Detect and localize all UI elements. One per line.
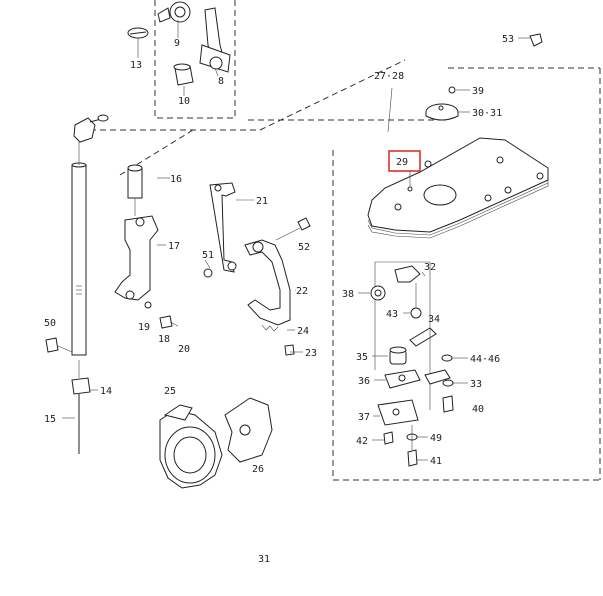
callout-29: 29 bbox=[396, 157, 408, 168]
hook-assembly bbox=[159, 397, 273, 489]
callout-14: 14 bbox=[100, 386, 112, 397]
callout-17: 17 bbox=[168, 241, 180, 252]
lifter-linkage bbox=[203, 182, 311, 356]
callout-44-46: 44·46 bbox=[470, 354, 500, 365]
callout-51: 51 bbox=[202, 250, 214, 261]
callout-21: 21 bbox=[256, 196, 268, 207]
callout-36: 36 bbox=[358, 376, 370, 387]
callout-24: 24 bbox=[297, 326, 309, 337]
screw-13 bbox=[127, 27, 149, 39]
callout-34: 34 bbox=[428, 314, 440, 325]
callout-9: 9 bbox=[174, 38, 180, 49]
callout-39: 39 bbox=[472, 86, 484, 97]
callout-18: 18 bbox=[158, 334, 170, 345]
callout-40: 40 bbox=[472, 404, 484, 415]
throat-plate-assembly bbox=[367, 86, 549, 239]
crank-part bbox=[157, 1, 191, 23]
callout-42: 42 bbox=[356, 436, 368, 447]
lower-parts bbox=[370, 261, 454, 467]
callout-37: 37 bbox=[358, 412, 370, 423]
leader-lines bbox=[62, 89, 470, 461]
callout-49: 49 bbox=[430, 433, 442, 444]
callout-labels: 13 9 8 10 53 27·28 39 30·31 29 16 21 17 … bbox=[44, 34, 514, 565]
callout-35: 35 bbox=[356, 352, 368, 363]
leader-lines-top bbox=[137, 20, 219, 96]
callout-20: 20 bbox=[178, 344, 190, 355]
callout-32: 32 bbox=[424, 262, 436, 273]
callout-22: 22 bbox=[296, 286, 308, 297]
screw-53 bbox=[518, 33, 543, 47]
highlight-box bbox=[388, 150, 421, 172]
connecting-rod-part bbox=[199, 7, 231, 73]
callout-13: 13 bbox=[130, 60, 142, 71]
callout-43: 43 bbox=[386, 309, 398, 320]
callout-41: 41 bbox=[430, 456, 442, 467]
presser-bracket-assembly bbox=[114, 164, 179, 329]
callout-53: 53 bbox=[502, 34, 514, 45]
callout-26: 26 bbox=[252, 464, 264, 475]
page-number: 31 bbox=[258, 554, 270, 565]
callout-27-28: 27·28 bbox=[374, 71, 404, 82]
callout-30-31: 30·31 bbox=[472, 108, 502, 119]
callout-52: 52 bbox=[298, 242, 310, 253]
callout-50: 50 bbox=[44, 318, 56, 329]
bushing-10 bbox=[173, 63, 194, 86]
callout-16: 16 bbox=[170, 174, 182, 185]
callout-23: 23 bbox=[305, 348, 317, 359]
callout-38: 38 bbox=[342, 289, 354, 300]
callout-19: 19 bbox=[138, 322, 150, 333]
needle-bar-assembly bbox=[45, 114, 109, 454]
callout-33: 33 bbox=[470, 379, 482, 390]
dashed-boundaries bbox=[80, 0, 601, 481]
callout-25: 25 bbox=[164, 386, 176, 397]
callout-8: 8 bbox=[218, 76, 224, 87]
callout-15: 15 bbox=[44, 414, 56, 425]
callout-10: 10 bbox=[178, 96, 190, 107]
